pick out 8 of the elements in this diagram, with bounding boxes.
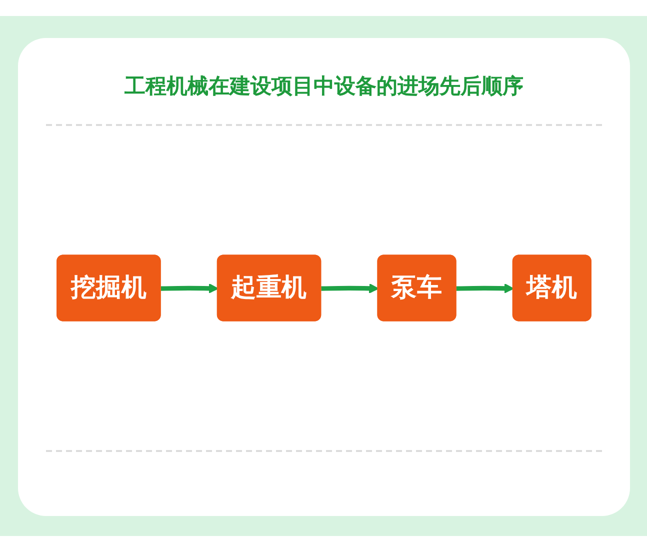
process-box: 挖掘机	[56, 254, 161, 322]
arrow	[160, 283, 219, 294]
arrow	[456, 283, 514, 294]
process-box: 塔机	[512, 254, 592, 322]
process-box: 泵车	[377, 254, 456, 322]
diagram-title: 工程机械在建设项目中设备的进场先后顺序	[124, 73, 524, 100]
process-box: 起重机	[216, 254, 322, 322]
arrow	[321, 283, 379, 294]
